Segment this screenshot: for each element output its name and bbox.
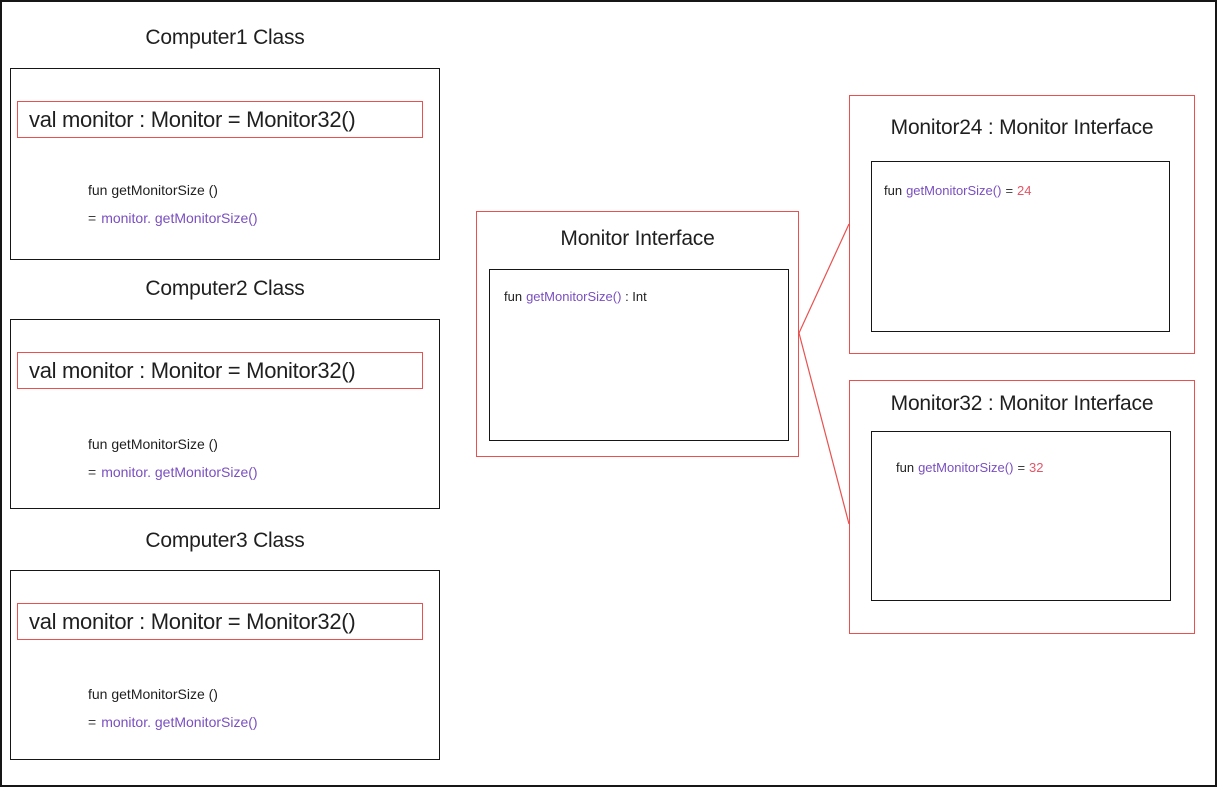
function-name: getMonitorSize() [526,289,622,304]
equals-sign: = [1017,460,1026,475]
computer2-fun-signature: fun getMonitorSize () [88,436,218,452]
monitor32-title: Monitor32 : Monitor Interface [890,392,1154,415]
monitor24-title: Monitor24 : Monitor Interface [890,116,1154,139]
function-name: getMonitorSize() [906,183,1002,198]
equals-sign: = [88,714,97,730]
return-type: : Int [625,289,647,304]
equals-sign: = [88,464,97,480]
val-declaration-text: val monitor : Monitor = Monitor32() [29,357,356,383]
fun-keyword: fun [504,289,523,304]
computer1-fun-body: =monitor. getMonitorSize() [88,210,258,226]
monitor-interface-title: Monitor Interface [560,227,715,250]
computer3-fun-body: =monitor. getMonitorSize() [88,714,258,730]
connector-line-monitor24 [798,223,850,334]
fun-keyword: fun [896,460,915,475]
equals-sign: = [1005,183,1014,198]
function-name: getMonitorSize() [918,460,1014,475]
computer2-val-declaration: val monitor : Monitor = Monitor32() [17,352,423,389]
computer3-val-declaration: val monitor : Monitor = Monitor32() [17,603,423,640]
delegation-call-text: monitor. getMonitorSize() [101,210,258,226]
connector-line-monitor32 [798,332,850,525]
computer3-fun-signature: fun getMonitorSize () [88,686,218,702]
return-value: 32 [1029,460,1044,475]
return-value: 24 [1017,183,1032,198]
computer2-fun-body: =monitor. getMonitorSize() [88,464,258,480]
computer2-class-box: val monitor : Monitor = Monitor32() fun … [10,319,440,509]
computer1-val-declaration: val monitor : Monitor = Monitor32() [17,101,423,138]
equals-sign: = [88,210,97,226]
val-declaration-text: val monitor : Monitor = Monitor32() [29,608,356,634]
computer3-class-title: Computer3 Class [145,529,305,552]
fun-keyword: fun [884,183,903,198]
delegation-call-text: monitor. getMonitorSize() [101,464,258,480]
computer1-fun-signature: fun getMonitorSize () [88,182,218,198]
val-declaration-text: val monitor : Monitor = Monitor32() [29,106,356,132]
computer2-class-title: Computer2 Class [145,277,305,300]
computer1-class-title: Computer1 Class [145,26,305,49]
computer3-class-box: val monitor : Monitor = Monitor32() fun … [10,570,440,760]
delegation-call-text: monitor. getMonitorSize() [101,714,258,730]
computer1-class-box: val monitor : Monitor = Monitor32() fun … [10,68,440,260]
